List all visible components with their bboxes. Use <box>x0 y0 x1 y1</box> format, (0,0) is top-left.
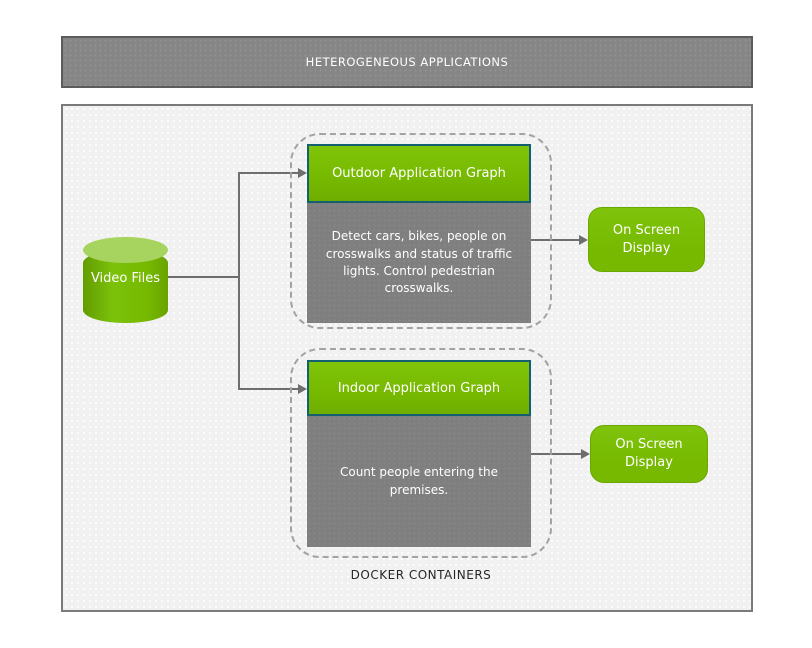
arrowhead-osd2-icon <box>581 449 590 459</box>
title-bar-label: HETEROGENEOUS APPLICATIONS <box>305 55 509 69</box>
indoor-application-graph-node: Indoor Application Graph Count people en… <box>307 360 531 547</box>
connector-source-to-branch <box>168 276 240 278</box>
arrowhead-osd1-icon <box>579 235 588 245</box>
arrowhead-indoor-icon <box>298 384 307 394</box>
outdoor-graph-description: Detect cars, bikes, people on crosswalks… <box>307 203 531 323</box>
outdoor-graph-title: Outdoor Application Graph <box>307 144 531 203</box>
indoor-graph-description: Count people entering the premises. <box>307 416 531 547</box>
outdoor-application-graph-node: Outdoor Application Graph Detect cars, b… <box>307 144 531 323</box>
cylinder-top-shape <box>83 237 168 263</box>
title-bar: HETEROGENEOUS APPLICATIONS <box>61 36 753 88</box>
on-screen-display-indoor-node: On Screen Display <box>590 425 708 483</box>
indoor-graph-title: Indoor Application Graph <box>307 360 531 416</box>
docker-container-outdoor-outline <box>290 133 552 329</box>
docker-container-indoor-outline <box>290 348 552 558</box>
docker-containers-caption: DOCKER CONTAINERS <box>350 568 492 582</box>
connector-branch-to-outdoor <box>238 172 298 174</box>
video-files-label: Video Files <box>90 271 161 286</box>
connector-branch-to-indoor <box>238 388 298 390</box>
on-screen-display-outdoor-node: On Screen Display <box>588 207 705 272</box>
video-files-datastore: Video Files <box>83 237 168 323</box>
arrowhead-outdoor-icon <box>298 168 307 178</box>
connector-indoor-to-osd <box>530 453 582 455</box>
connector-branch-vertical <box>238 172 240 390</box>
connector-outdoor-to-osd <box>530 239 580 241</box>
